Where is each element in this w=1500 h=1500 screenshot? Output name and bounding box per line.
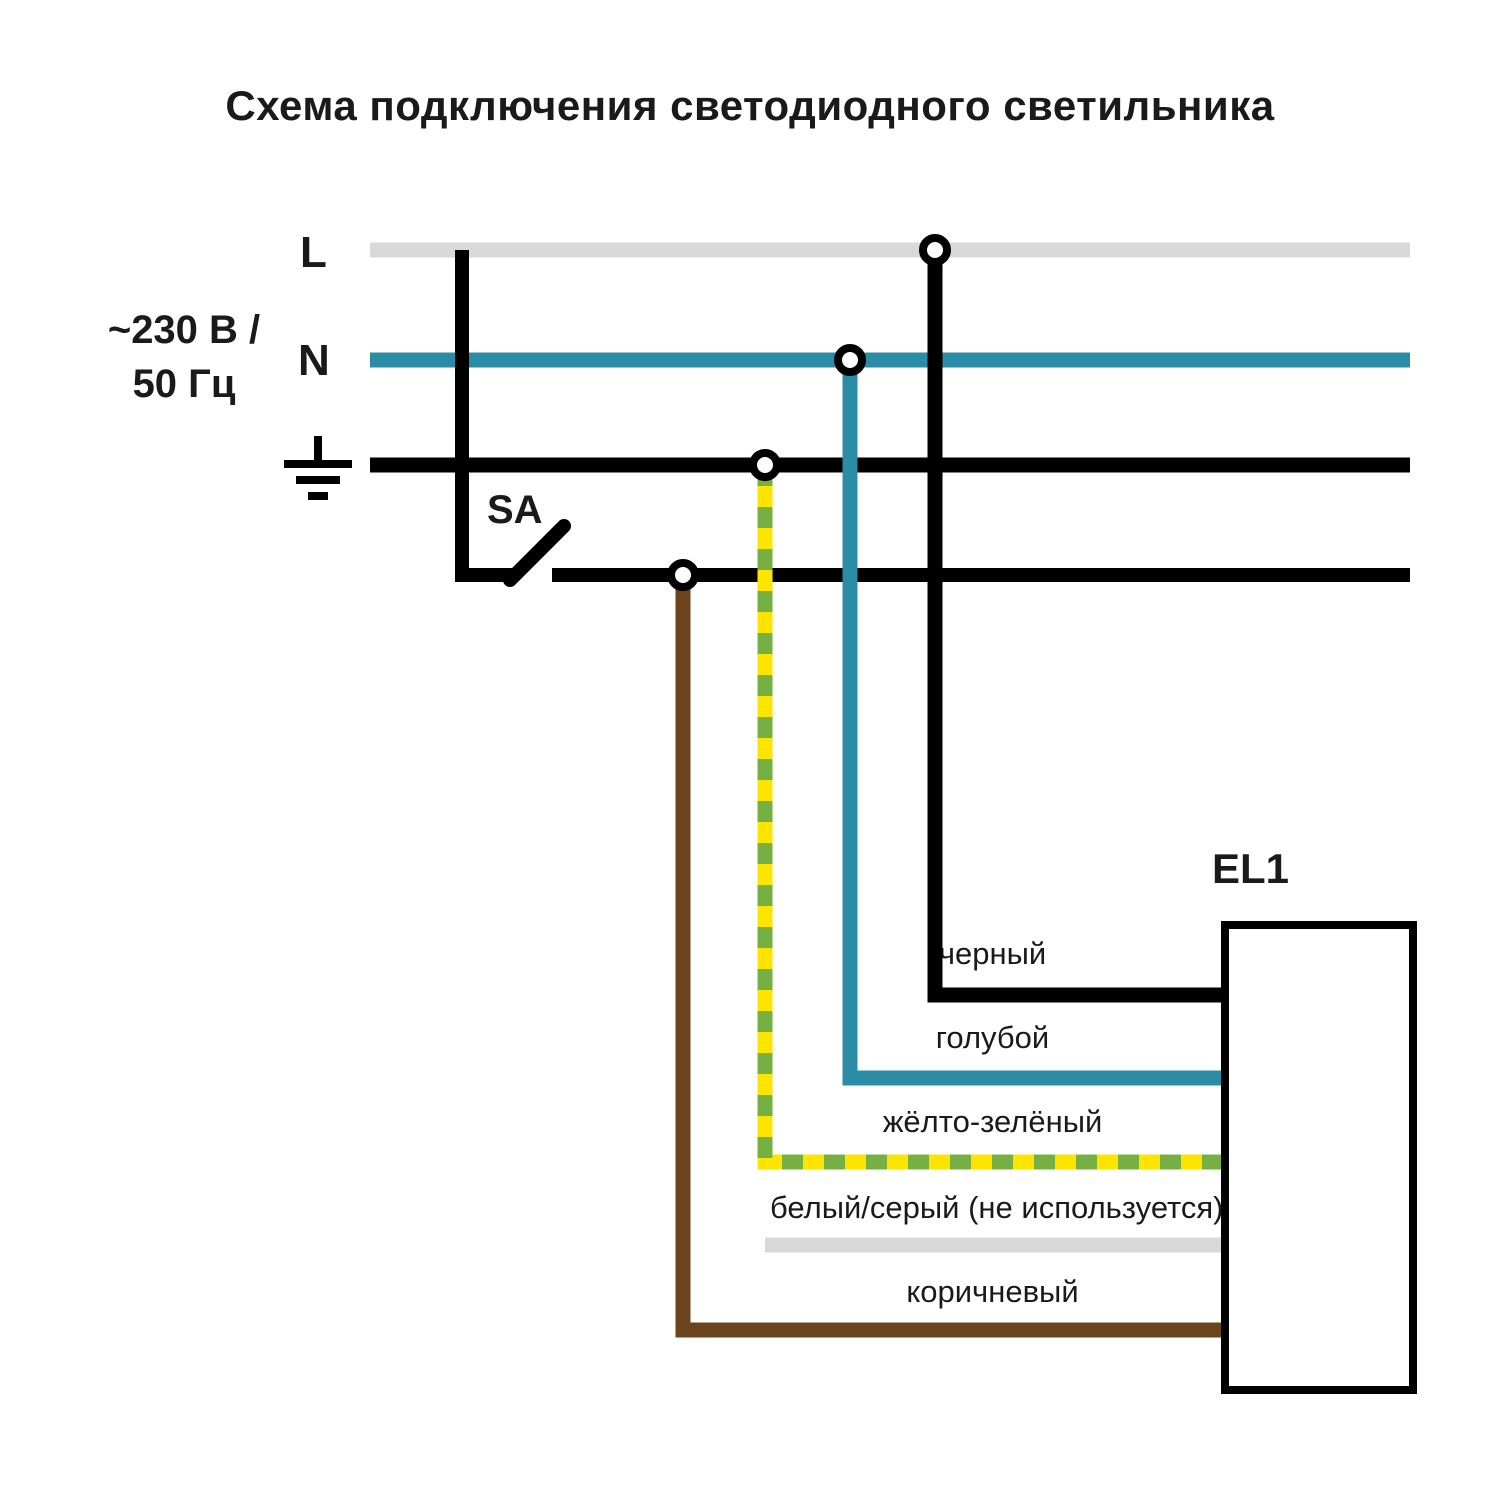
luminaire-el1-label: EL1 — [1212, 845, 1290, 892]
wire-label-white-gray: белый/серый (не используется) — [770, 1190, 1224, 1225]
page-title: Схема подключения светодиодного светильн… — [225, 82, 1275, 129]
line-l-label: L — [300, 228, 327, 277]
wire-brown — [675, 575, 1228, 1338]
wire-label-blue: голубой — [935, 1020, 1050, 1055]
ground-symbol-icon — [284, 436, 352, 500]
junction-dot-l — [919, 234, 951, 266]
wire-label-brown: коричневый — [906, 1274, 1079, 1309]
wire-yellow-green-base — [757, 465, 1228, 1170]
junction-dot-ground — [749, 449, 781, 481]
wire-blue — [842, 360, 1228, 1086]
wire-label-black: черный — [938, 936, 1047, 971]
wire-black — [927, 250, 1228, 1003]
line-n-label: N — [298, 336, 330, 385]
voltage-line1: ~230 В / — [107, 308, 261, 352]
luminaire-el1-box — [1221, 921, 1417, 1394]
voltage-label: ~230 В / 50 Гц — [50, 303, 318, 411]
switch-sa-label: SA — [487, 488, 543, 532]
voltage-line2: 50 Гц — [132, 362, 236, 406]
junction-dots — [667, 234, 951, 591]
junction-dot-n — [834, 344, 866, 376]
junction-dot-switched — [667, 559, 699, 591]
wire-label-yellow-green: жёлто-зелёный — [882, 1104, 1103, 1139]
switch-blade — [503, 519, 571, 587]
